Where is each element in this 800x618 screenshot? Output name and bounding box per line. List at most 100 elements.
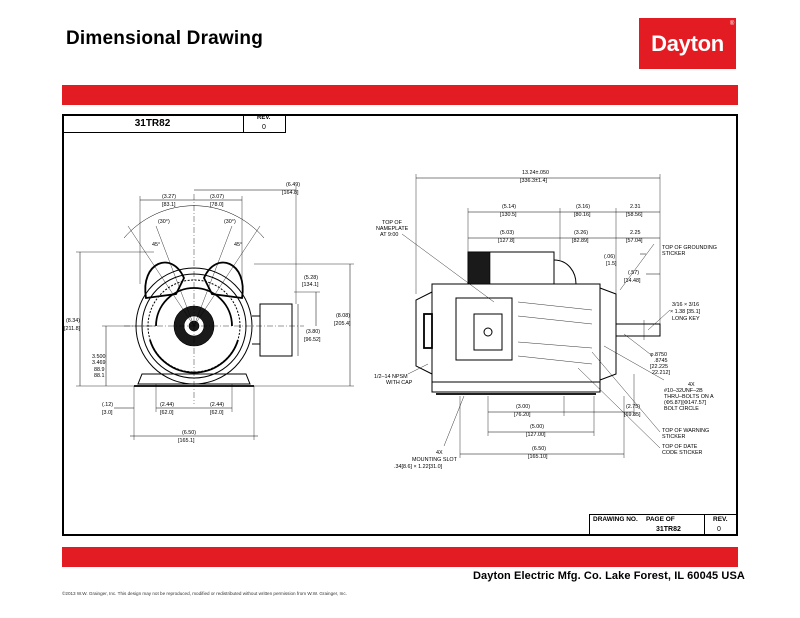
dim-3-469: 3.469 [92, 360, 106, 366]
angle-45-right: 45° [234, 242, 242, 248]
company-address: Dayton Electric Mfg. Co. Lake Forest, IL… [473, 570, 745, 582]
dim-13-24: 13.24±.050 [522, 170, 549, 176]
side-view: 13.24±.050 [336.3±1.4] (5.14) [130.5] (3… [374, 170, 717, 470]
dim-3-07: (3.07) [210, 194, 224, 200]
dim-3-16: (3.16) [576, 204, 590, 210]
dim-165-1: [165.1] [178, 438, 195, 444]
warning-note-2: STICKER [662, 434, 685, 440]
dim-205-4: [205.4] [334, 321, 351, 327]
dim-2-75: (2.75) [626, 404, 640, 410]
dim-78-0: [78.0] [210, 202, 224, 208]
dim-3-26: (3.26) [574, 230, 588, 236]
nameplate-note-2: NAMEPLATE [376, 226, 409, 232]
dim-5-00: (5.00) [530, 424, 544, 430]
page-of-label: PAGE OF [646, 516, 675, 523]
revision-value: 0 [262, 124, 266, 131]
dim-6-50-side: (6.50) [532, 446, 546, 452]
key-note-3: LONG KEY [672, 316, 700, 322]
angle-45-left: 45° [152, 242, 160, 248]
dim-6-49: (6.49) [286, 182, 300, 188]
dim-3-00: (3.00) [516, 404, 530, 410]
dim-165-10: [165.10] [528, 454, 548, 460]
dim-80-16: [80.16] [574, 212, 591, 218]
shaft-note-1: φ.8750 [650, 352, 667, 358]
shaft-note-2: .8745 [654, 358, 668, 364]
dim-336-3: [336.3±1.4] [520, 178, 547, 184]
dim-2-44-right: (2.44) [210, 402, 224, 408]
dim-3-80: (3.80) [306, 329, 320, 335]
dim-5-03: (5.03) [500, 230, 514, 236]
drawing-frame [62, 114, 738, 536]
dim-127-00: [127.00] [526, 432, 546, 438]
slot-note-3: .34[8.6] × 1.22[31.0] [394, 464, 443, 470]
datecode-note-1: TOP OF DATE [662, 444, 698, 450]
dim-82-89: [82.89] [572, 238, 589, 244]
dim-0-06: (.06) [604, 254, 615, 260]
npsm-note-1: 1/2–14 NPSM [374, 374, 408, 380]
slot-note-1: 4X [436, 450, 443, 456]
bolt-note-3: THRU–BOLTS ON A [664, 394, 714, 400]
dim-211-8: [211.8] [64, 326, 81, 332]
dim-3-0: [3.0] [102, 410, 113, 416]
bolt-note-5: BOLT CIRCLE [664, 406, 699, 412]
nameplate-note-3: AT 9:00 [380, 232, 398, 238]
bolt-note-2: #10–32UNF–2B [664, 388, 703, 394]
dim-6-50: (6.50) [182, 430, 196, 436]
copyright-notice: ©2013 W.W. Grainger, Inc. This design ma… [62, 591, 347, 596]
registered-mark: ® [729, 21, 734, 27]
revision-cell-top: REV. 0 [244, 114, 286, 133]
dim-57-04: [57.04] [626, 238, 643, 244]
datecode-note-2: CODE STICKER [662, 450, 703, 456]
dim-58-56: [58.56] [626, 212, 643, 218]
dim-0-12: (.12) [102, 402, 113, 408]
key-note-1: 3/16 × 3/16 [672, 302, 699, 308]
revision-value-bottom: 0 [717, 526, 721, 533]
dim-69-85: [69.85] [624, 412, 641, 418]
dim-62-0-right: [62.0] [210, 410, 224, 416]
dim-3-500: 3.500 [92, 354, 106, 360]
dim-130-5: [130.5] [500, 212, 517, 218]
key-note-2: × 1.38 [35.1] [670, 309, 701, 315]
dim-1-5: [1.5] [606, 261, 617, 267]
dim-14-48: [14.48] [624, 278, 641, 284]
nameplate-note-1: TOP OF [382, 220, 403, 226]
dim-8-08: (8.08) [336, 313, 350, 319]
dim-5-14: (5.14) [502, 204, 516, 210]
dim-127-8: [127.8] [498, 238, 515, 244]
dim-96-52: [96.52] [304, 337, 321, 343]
dim-2-31: 2.31 [630, 204, 641, 210]
end-view: (3.27) [83.1] (3.07) [78.0] (6.49) [164.… [64, 182, 354, 444]
angle-30-left: (30°) [158, 219, 170, 225]
dim-62-0-left: [62.0] [160, 410, 174, 416]
shaft-note-4: 22.212] [652, 370, 670, 376]
shaft-note-3: [22.225 [650, 364, 668, 370]
dim-3-27: (3.27) [162, 194, 176, 200]
dim-88-9: 88.9 [94, 367, 105, 373]
drawing-number-value: 31TR82 [656, 526, 681, 533]
drawing-number-cell: DRAWING NO. PAGE OF 31TR82 [589, 514, 704, 536]
grounding-note-2: STICKER [662, 251, 685, 257]
drawing-number-label: DRAWING NO. [593, 516, 638, 523]
dim-164-8: [164.8] [282, 190, 299, 196]
dim-134-1: [134.1] [302, 282, 319, 288]
top-red-band [62, 85, 738, 105]
angle-30-right: (30°) [224, 219, 236, 225]
revision-label: REV. [257, 115, 271, 121]
dim-83-1: [83.1] [162, 202, 176, 208]
bolt-note-1: 4X [688, 382, 695, 388]
slot-note-2: MOUNTING SLOT [412, 457, 458, 463]
page-title: Dimensional Drawing [66, 28, 264, 49]
bolt-note-4: (Φ5.87)[Φ147.57] [664, 400, 707, 406]
dim-2-25: 2.25 [630, 230, 641, 236]
dimensional-drawing: (3.27) [83.1] (3.07) [78.0] (6.49) [164.… [64, 170, 717, 470]
bottom-red-band [62, 547, 738, 567]
dayton-logo: Dayton ® [639, 18, 736, 69]
part-number-cell: 31TR82 [62, 114, 244, 133]
dim-8-34: (8.34) [66, 318, 80, 324]
warning-note-1: TOP OF WARNING [662, 428, 709, 434]
revision-label-bottom: REV. [713, 516, 728, 523]
npsm-note-2: WITH CAP [386, 380, 413, 386]
logo-text: Dayton [651, 30, 724, 56]
dim-0-57: (.57) [628, 270, 639, 276]
dim-5-28: (5.28) [304, 275, 318, 281]
